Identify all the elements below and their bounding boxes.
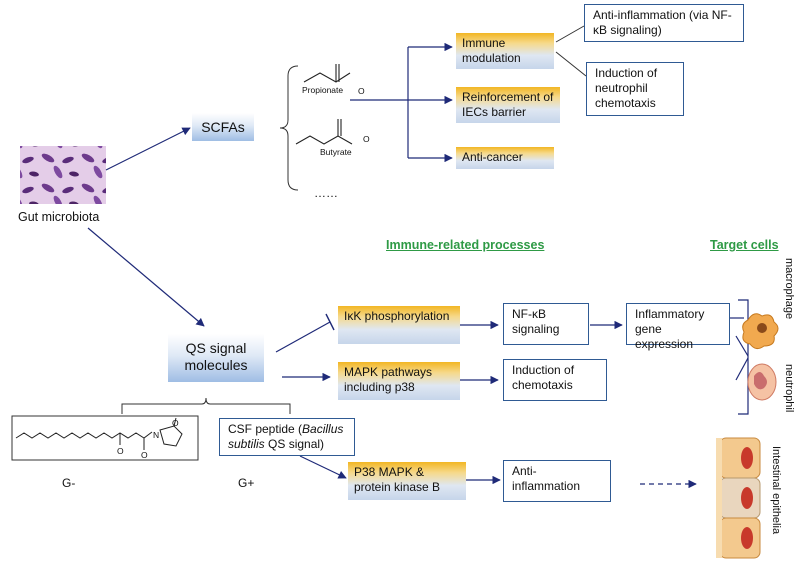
anti-cancer-node: Anti-cancer (456, 147, 554, 169)
to-target-b (735, 357, 749, 381)
arrow-to-scfas (105, 127, 191, 171)
iecs-barrier-node: Reinforcement of IECs barrier (456, 87, 560, 123)
ahl-o-left: O (117, 446, 124, 456)
propionate-charge: O (358, 86, 365, 96)
inflammatory-node: Inflammatory gene expression (626, 303, 730, 351)
scfas-node: SCFAs (192, 113, 254, 141)
ikk-node: IκK phosphorylation (338, 306, 460, 344)
ahl-o-mid: O (141, 450, 148, 460)
propionate-structure (303, 72, 351, 83)
butyrate-structure (295, 135, 353, 145)
mapk-node: MAPK pathways including p38 (338, 362, 460, 400)
iecs-barrier-label: Reinforcement of IECs barrier (462, 90, 554, 119)
to-target-a (735, 335, 749, 357)
target-bracket (738, 299, 749, 415)
butyrate-charge: O (363, 134, 370, 144)
target-cells-header: Target cells (710, 238, 779, 252)
ahl-nh: N (153, 430, 160, 440)
gram-negative-label: G- (62, 476, 76, 490)
csf-line2: QS signal) (264, 437, 325, 451)
anti-inflammation-bottom-label: Anti-inflammation (512, 464, 581, 493)
ahl-o-top: O (172, 418, 179, 428)
gram-positive-label: G+ (238, 476, 255, 490)
anti-inflammation-nfkb-label: Anti-inflammation (via NF-κB signaling) (593, 8, 732, 37)
ahl-structure (11, 415, 199, 461)
neutrophil-cell (747, 363, 777, 401)
arrow-csf-to-p38 (299, 455, 347, 479)
intestinal-epithelia (716, 437, 761, 559)
qs-node: QS signal molecules (168, 334, 264, 382)
anti-inflammation-nfkb-node: Anti-inflammation (via NF-κB signaling) (584, 4, 744, 42)
macrophage-label: macrophage (783, 258, 795, 320)
line-to-neutrophil-chemotaxis (555, 51, 587, 77)
nfkb-node: NF-κB signaling (503, 303, 589, 345)
mapk-label: MAPK pathways including p38 (344, 365, 433, 394)
inhibit-ikk-bar (325, 313, 335, 331)
chemotaxis-node: Induction of chemotaxis (503, 359, 607, 401)
ikk-label: IκK phosphorylation (344, 309, 450, 323)
csf-species: Bacillus subtilis (228, 422, 344, 451)
neutrophil-chemotaxis-label: Induction of neutrophil chemotaxis (595, 66, 658, 110)
anti-cancer-label: Anti-cancer (462, 150, 523, 164)
chemotaxis-label: Induction of chemotaxis (512, 363, 575, 392)
scfa-brace (279, 65, 299, 191)
macrophage-cell (742, 313, 779, 350)
immune-processes-header: Immune-related processes (386, 238, 545, 252)
inhibit-ikk-line (275, 321, 331, 353)
neutrophil-chemotaxis-node: Induction of neutrophil chemotaxis (586, 62, 684, 116)
qs-label: QS signal molecules (184, 340, 248, 373)
immune-modulation-label: Immune modulation (462, 36, 521, 65)
csf-peptide-node: CSF peptide (Bacillus subtilis QS signal… (219, 418, 355, 456)
p38-node: P38 MAPK & protein kinase B (348, 462, 466, 500)
scfas-label: SCFAs (201, 119, 245, 135)
p38-label: P38 MAPK & protein kinase B (354, 465, 441, 494)
arrow-to-qs (87, 227, 205, 327)
butyrate-label: Butyrate (320, 147, 352, 157)
immune-modulation-node: Immune modulation (456, 33, 554, 69)
inflammatory-label: Inflammatory gene expression (635, 307, 705, 351)
gut-microbiota-label: Gut microbiota (18, 210, 100, 224)
propionate-label: Propionate (302, 85, 344, 95)
line-to-anti-inflammation (555, 25, 585, 43)
qs-brace (121, 397, 291, 414)
csf-line1: CSF peptide ( (228, 422, 303, 436)
scfa-more: …… (314, 186, 338, 200)
nfkb-label: NF-κB signaling (512, 307, 560, 336)
anti-inflammation-bottom-node: Anti-inflammation (503, 460, 611, 502)
epithelia-label: Intestinal epithelia (770, 446, 782, 535)
gut-microbiota-image (20, 146, 106, 204)
neutrophil-label: neutrophil (783, 364, 795, 413)
